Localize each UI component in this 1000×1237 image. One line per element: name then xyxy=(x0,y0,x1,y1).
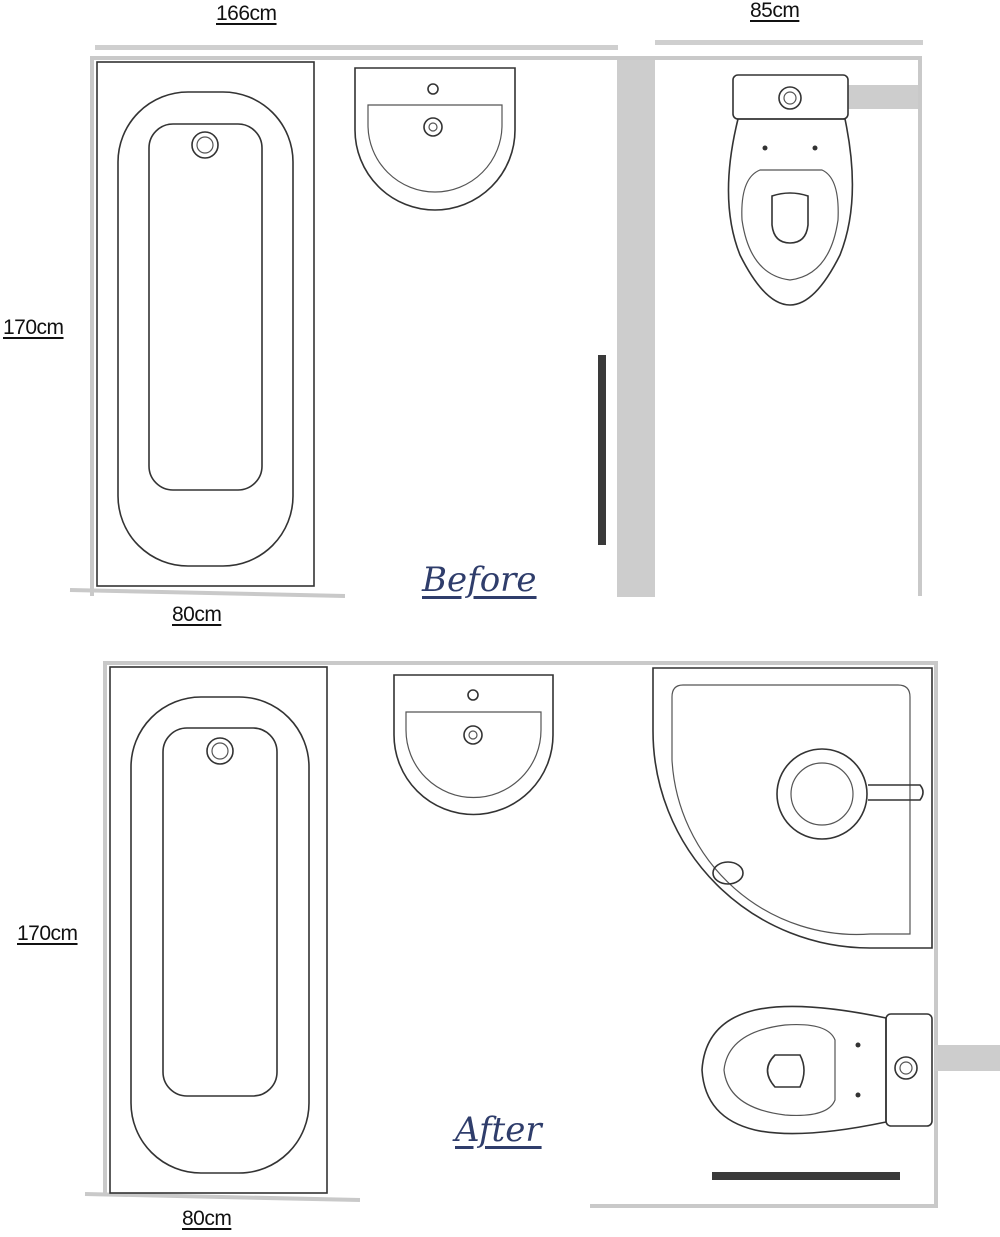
after-height-label: 170cm xyxy=(17,922,78,945)
before-door xyxy=(598,355,606,545)
after-toilet xyxy=(701,1005,1000,1135)
before-caption: Before xyxy=(422,560,537,600)
before-height-label: 170cm xyxy=(3,316,64,339)
before-bottom-width-label: 80cm xyxy=(172,603,222,626)
after-plan xyxy=(84,661,1000,1208)
before-toilet xyxy=(727,74,918,306)
after-shower-tray xyxy=(652,667,933,949)
before-partition-wall xyxy=(617,60,655,597)
before-bathtub xyxy=(96,61,315,587)
after-waste-pipe xyxy=(935,1045,1000,1071)
before-waste-pipe xyxy=(848,85,918,109)
after-room-walls xyxy=(103,661,938,1208)
after-door xyxy=(712,1172,900,1180)
before-top-right-width-label: 85cm xyxy=(750,0,800,22)
after-bottom-width-label: 80cm xyxy=(182,1207,232,1230)
before-plan xyxy=(69,40,923,598)
before-room-walls xyxy=(90,56,922,596)
before-top-width-label: 166cm xyxy=(216,2,277,25)
after-caption: After xyxy=(455,1110,542,1150)
before-bottom-wall xyxy=(69,588,346,598)
before-top-dimension-line xyxy=(95,45,618,50)
after-bathtub xyxy=(109,666,328,1194)
before-basin xyxy=(354,67,516,211)
after-basin xyxy=(393,674,554,816)
before-right-dimension-line xyxy=(655,40,923,45)
after-bottom-wall xyxy=(84,1192,361,1202)
